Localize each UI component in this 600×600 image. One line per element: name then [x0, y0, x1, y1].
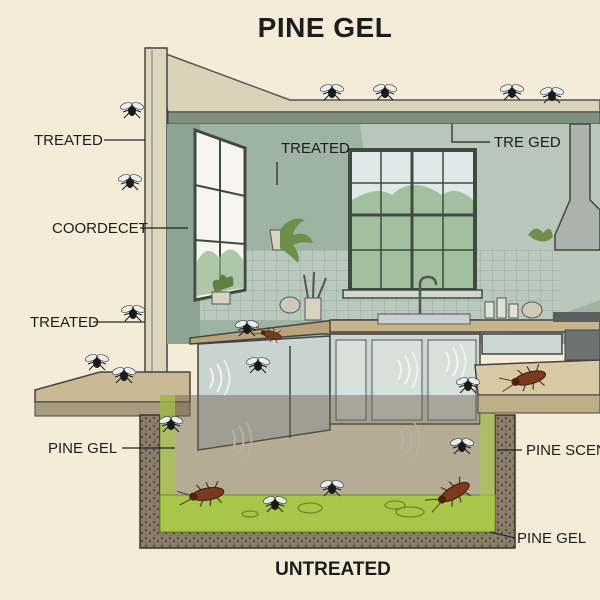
pine-gel-right-layer: [480, 395, 495, 520]
windowsill-plant: [211, 274, 234, 305]
stove-top: [553, 312, 600, 322]
page-title: PINE GEL: [258, 12, 393, 43]
pine-gel-floor-layer: [159, 494, 496, 533]
label-pine-gel-left: PINE GEL: [48, 440, 117, 457]
sink: [377, 313, 471, 325]
exterior-wall: [144, 47, 168, 384]
side-wall: [167, 124, 200, 344]
hanging-plant: [269, 218, 313, 263]
ceiling-beam: [167, 111, 600, 125]
faucet: [418, 275, 438, 314]
label-tre-ged: TRE GED: [494, 134, 561, 151]
label-coordecet: COORDECET: [52, 220, 148, 237]
label-untreated: UNTREATED: [275, 559, 391, 580]
label-treated-left-top: TREATED: [34, 132, 103, 149]
label-treated-wall: TREATED: [281, 140, 350, 157]
ledge-front: [34, 401, 191, 417]
gel-bubbles: [241, 500, 425, 518]
range-hood: [554, 123, 600, 251]
main-window: [342, 148, 483, 299]
label-pine-gel-bottom: PINE GEL: [517, 530, 586, 547]
side-window: [193, 127, 247, 302]
label-treated-left-bottom: TREATED: [30, 314, 99, 331]
right-counter-front: [477, 394, 600, 414]
label-pine-scent: PINE SCEN: [526, 442, 600, 459]
jars: [484, 297, 543, 319]
kettle: [279, 296, 301, 314]
utensil-holder: [303, 271, 327, 321]
exterior-ledge: [34, 371, 191, 403]
wall-plant: [528, 228, 553, 242]
